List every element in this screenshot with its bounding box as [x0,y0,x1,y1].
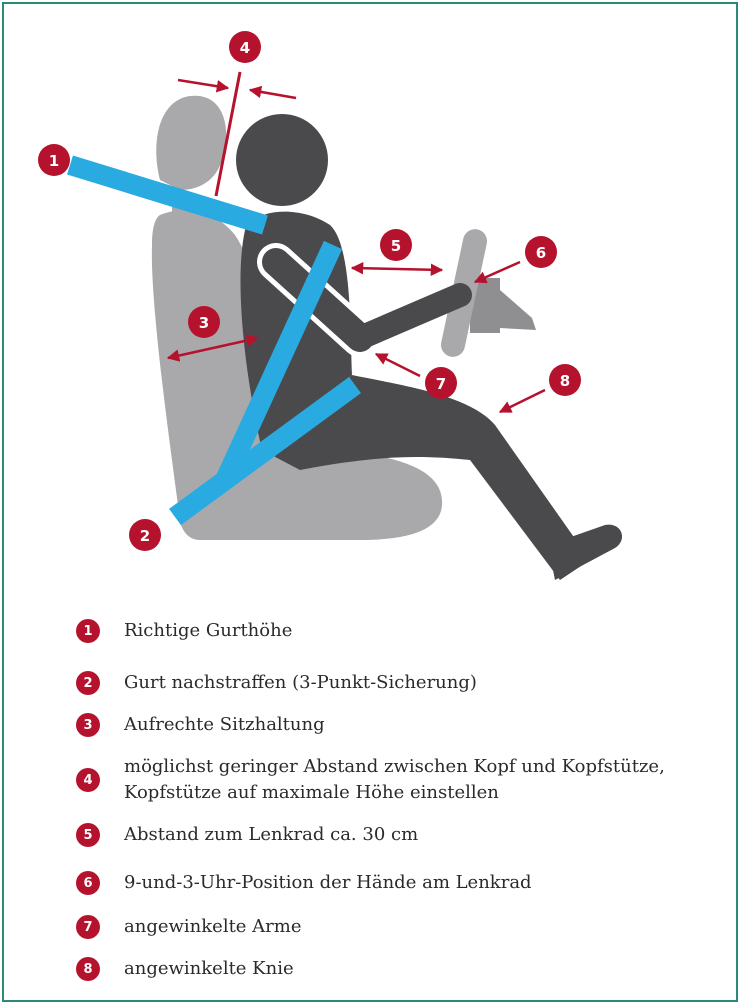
legend-number-badge: 6 [76,871,100,895]
legend-text: Gurt nachstraffen (3-Punkt-Sicherung) [124,670,477,696]
legend-number-badge: 5 [76,823,100,847]
svg-text:5: 5 [391,237,401,255]
svg-text:7: 7 [436,375,446,393]
legend-item-5: 5 Abstand zum Lenkrad ca. 30 cm [76,822,418,848]
legend-number-badge: 7 [76,915,100,939]
arrow-7 [376,354,420,376]
legend-item-8: 8 angewinkelte Knie [76,956,294,982]
legend-text-line2: Kopfstütze auf maximale Höhe einstellen [124,782,499,803]
svg-text:4: 4 [240,39,250,57]
legend-text: angewinkelte Arme [124,914,302,940]
seating-illustration: 1 2 3 4 5 6 7 8 [0,0,743,600]
legend-text: 9-und-3-Uhr-Position der Hände am Lenkra… [124,870,532,896]
marker-4: 4 [229,31,261,63]
marker-3: 3 [188,306,220,338]
svg-text:1: 1 [49,152,59,170]
legend-text: Aufrechte Sitzhaltung [124,712,325,738]
legend-number-badge: 4 [76,768,100,792]
marker-2: 2 [129,519,161,551]
arrow-4-right [250,90,296,98]
head [236,114,328,206]
marker-5: 5 [380,229,412,261]
svg-text:2: 2 [140,527,150,545]
arrow-4-left [178,80,228,88]
legend-number-badge: 2 [76,671,100,695]
marker-1: 1 [38,144,70,176]
svg-text:6: 6 [536,244,546,262]
legend-text: angewinkelte Knie [124,956,294,982]
legend-number-badge: 3 [76,713,100,737]
legend-text: Abstand zum Lenkrad ca. 30 cm [124,822,418,848]
marker-8: 8 [549,364,581,396]
legend-number-badge: 8 [76,957,100,981]
svg-text:8: 8 [560,372,570,390]
legend-item-7: 7 angewinkelte Arme [76,914,302,940]
arrow-8 [500,390,545,412]
marker-7: 7 [425,367,457,399]
legend-item-2: 2 Gurt nachstraffen (3-Punkt-Sicherung) [76,670,477,696]
svg-text:3: 3 [199,314,209,332]
legend-number-badge: 1 [76,619,100,643]
legend-text: möglichst geringer Abstand zwischen Kopf… [124,756,665,777]
legend-item-1: 1 Richtige Gurthöhe [76,618,292,644]
marker-6: 6 [525,236,557,268]
legend-item-3: 3 Aufrechte Sitzhaltung [76,712,325,738]
legend-text: Richtige Gurthöhe [124,618,292,644]
arrow-5 [352,268,442,270]
legend-item-6: 6 9-und-3-Uhr-Position der Hände am Lenk… [76,870,532,896]
legend-text-block: möglichst geringer Abstand zwischen Kopf… [124,754,665,806]
legend-item-4: 4 möglichst geringer Abstand zwischen Ko… [76,754,665,806]
headrest [156,96,226,190]
